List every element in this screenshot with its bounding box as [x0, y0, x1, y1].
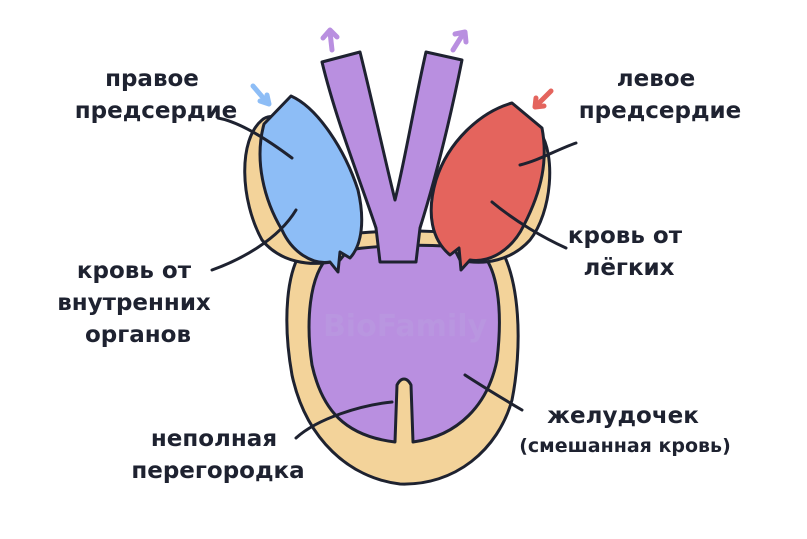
leader-right-atrium [216, 116, 294, 160]
watermark: BioFamily [323, 309, 488, 344]
outflow-vessels [320, 50, 464, 264]
label-incomplete-septum: неполная перегородка [131, 426, 304, 484]
arrow-in-left-icon [532, 88, 554, 110]
leader-septum [294, 400, 394, 440]
arrow-out-left-icon [320, 27, 340, 53]
left-atrium-chamber [429, 101, 546, 272]
leader-blood-organs [210, 208, 298, 272]
leader-blood-lungs [490, 200, 568, 250]
label-ventricle: желудочек (смешанная кровь) [519, 403, 731, 457]
label-left-atrium: левое предсердие [579, 66, 742, 124]
right-atrium-chamber [258, 94, 364, 274]
arrow-out-right-icon [450, 29, 469, 53]
arrow-in-right-icon [250, 83, 272, 107]
leader-left-atrium [518, 141, 578, 167]
leader-ventricle [463, 373, 524, 412]
label-right-atrium: правое предсердие [75, 66, 238, 124]
label-blood-from-lungs: кровь от лёгких [568, 223, 690, 281]
label-blood-from-organs: кровь от внутренних органов [57, 258, 219, 348]
